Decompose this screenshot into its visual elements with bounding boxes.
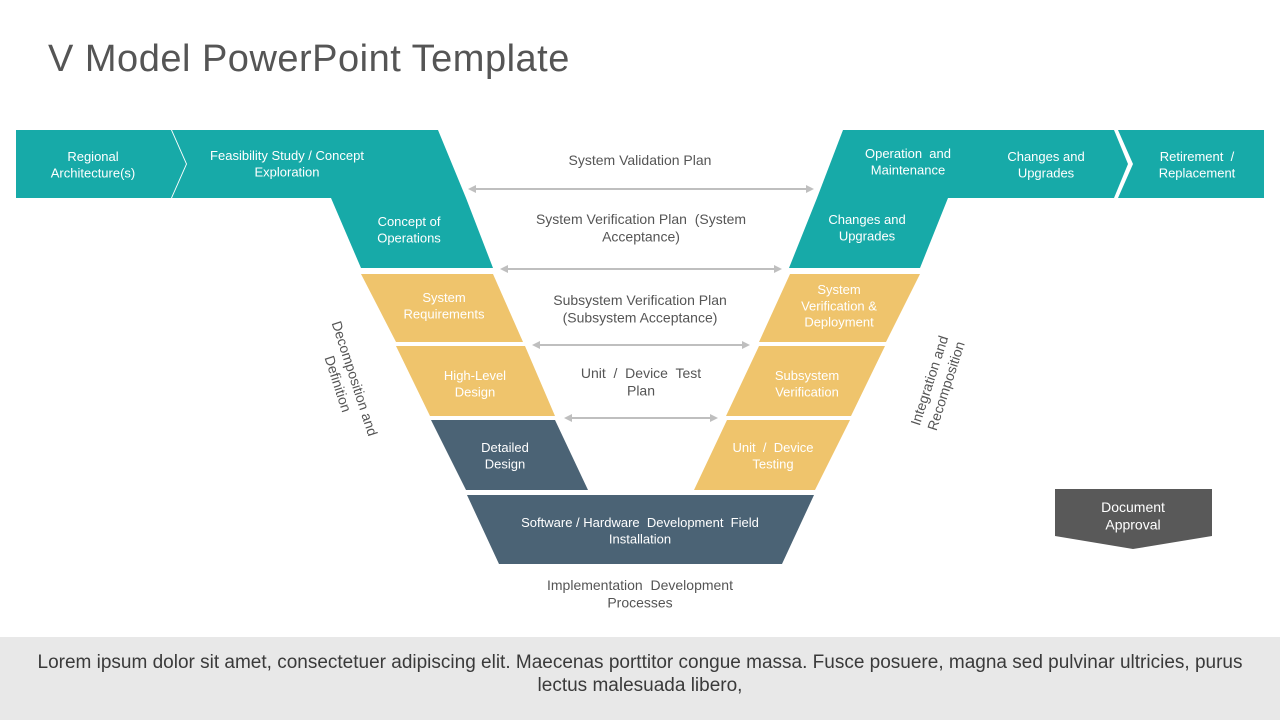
retirement-replacement-label: Retirement /Replacement bbox=[1159, 149, 1236, 180]
detailed-design-shape bbox=[431, 420, 588, 490]
regional-architecture-chevron bbox=[16, 130, 186, 198]
high-level-design-shape bbox=[396, 346, 555, 416]
system-verification-deployment-shape bbox=[759, 274, 920, 342]
subsystem-verification-shape bbox=[726, 346, 885, 416]
footer-bar: Lorem ipsum dolor sit amet, consectetuer… bbox=[0, 637, 1280, 720]
operation-maintenance-shape bbox=[817, 130, 1128, 198]
integration-recomposition-label: Integration andRecomposition bbox=[907, 334, 968, 433]
document-approval-shape bbox=[1055, 489, 1212, 549]
system-validation-plan-label: System Validation Plan bbox=[569, 152, 712, 168]
changes-upgrades-arm-shape bbox=[789, 198, 948, 268]
development-field-installation-shape bbox=[467, 495, 814, 564]
system-requirements-shape bbox=[361, 274, 523, 342]
unit-device-testing-shape bbox=[694, 420, 850, 490]
subsystem-verification-plan-label: Subsystem Verification Plan(Subsystem Ac… bbox=[553, 292, 727, 326]
concept-of-operations-shape bbox=[331, 198, 493, 268]
page-title: V Model PowerPoint Template bbox=[48, 38, 570, 80]
feasibility-study-shape bbox=[172, 130, 466, 198]
retirement-replacement-chevron bbox=[1118, 130, 1264, 198]
footer-text: Lorem ipsum dolor sit amet, consectetuer… bbox=[37, 652, 1243, 696]
decomposition-definition-label: Decomposition andDefinition bbox=[312, 319, 381, 443]
